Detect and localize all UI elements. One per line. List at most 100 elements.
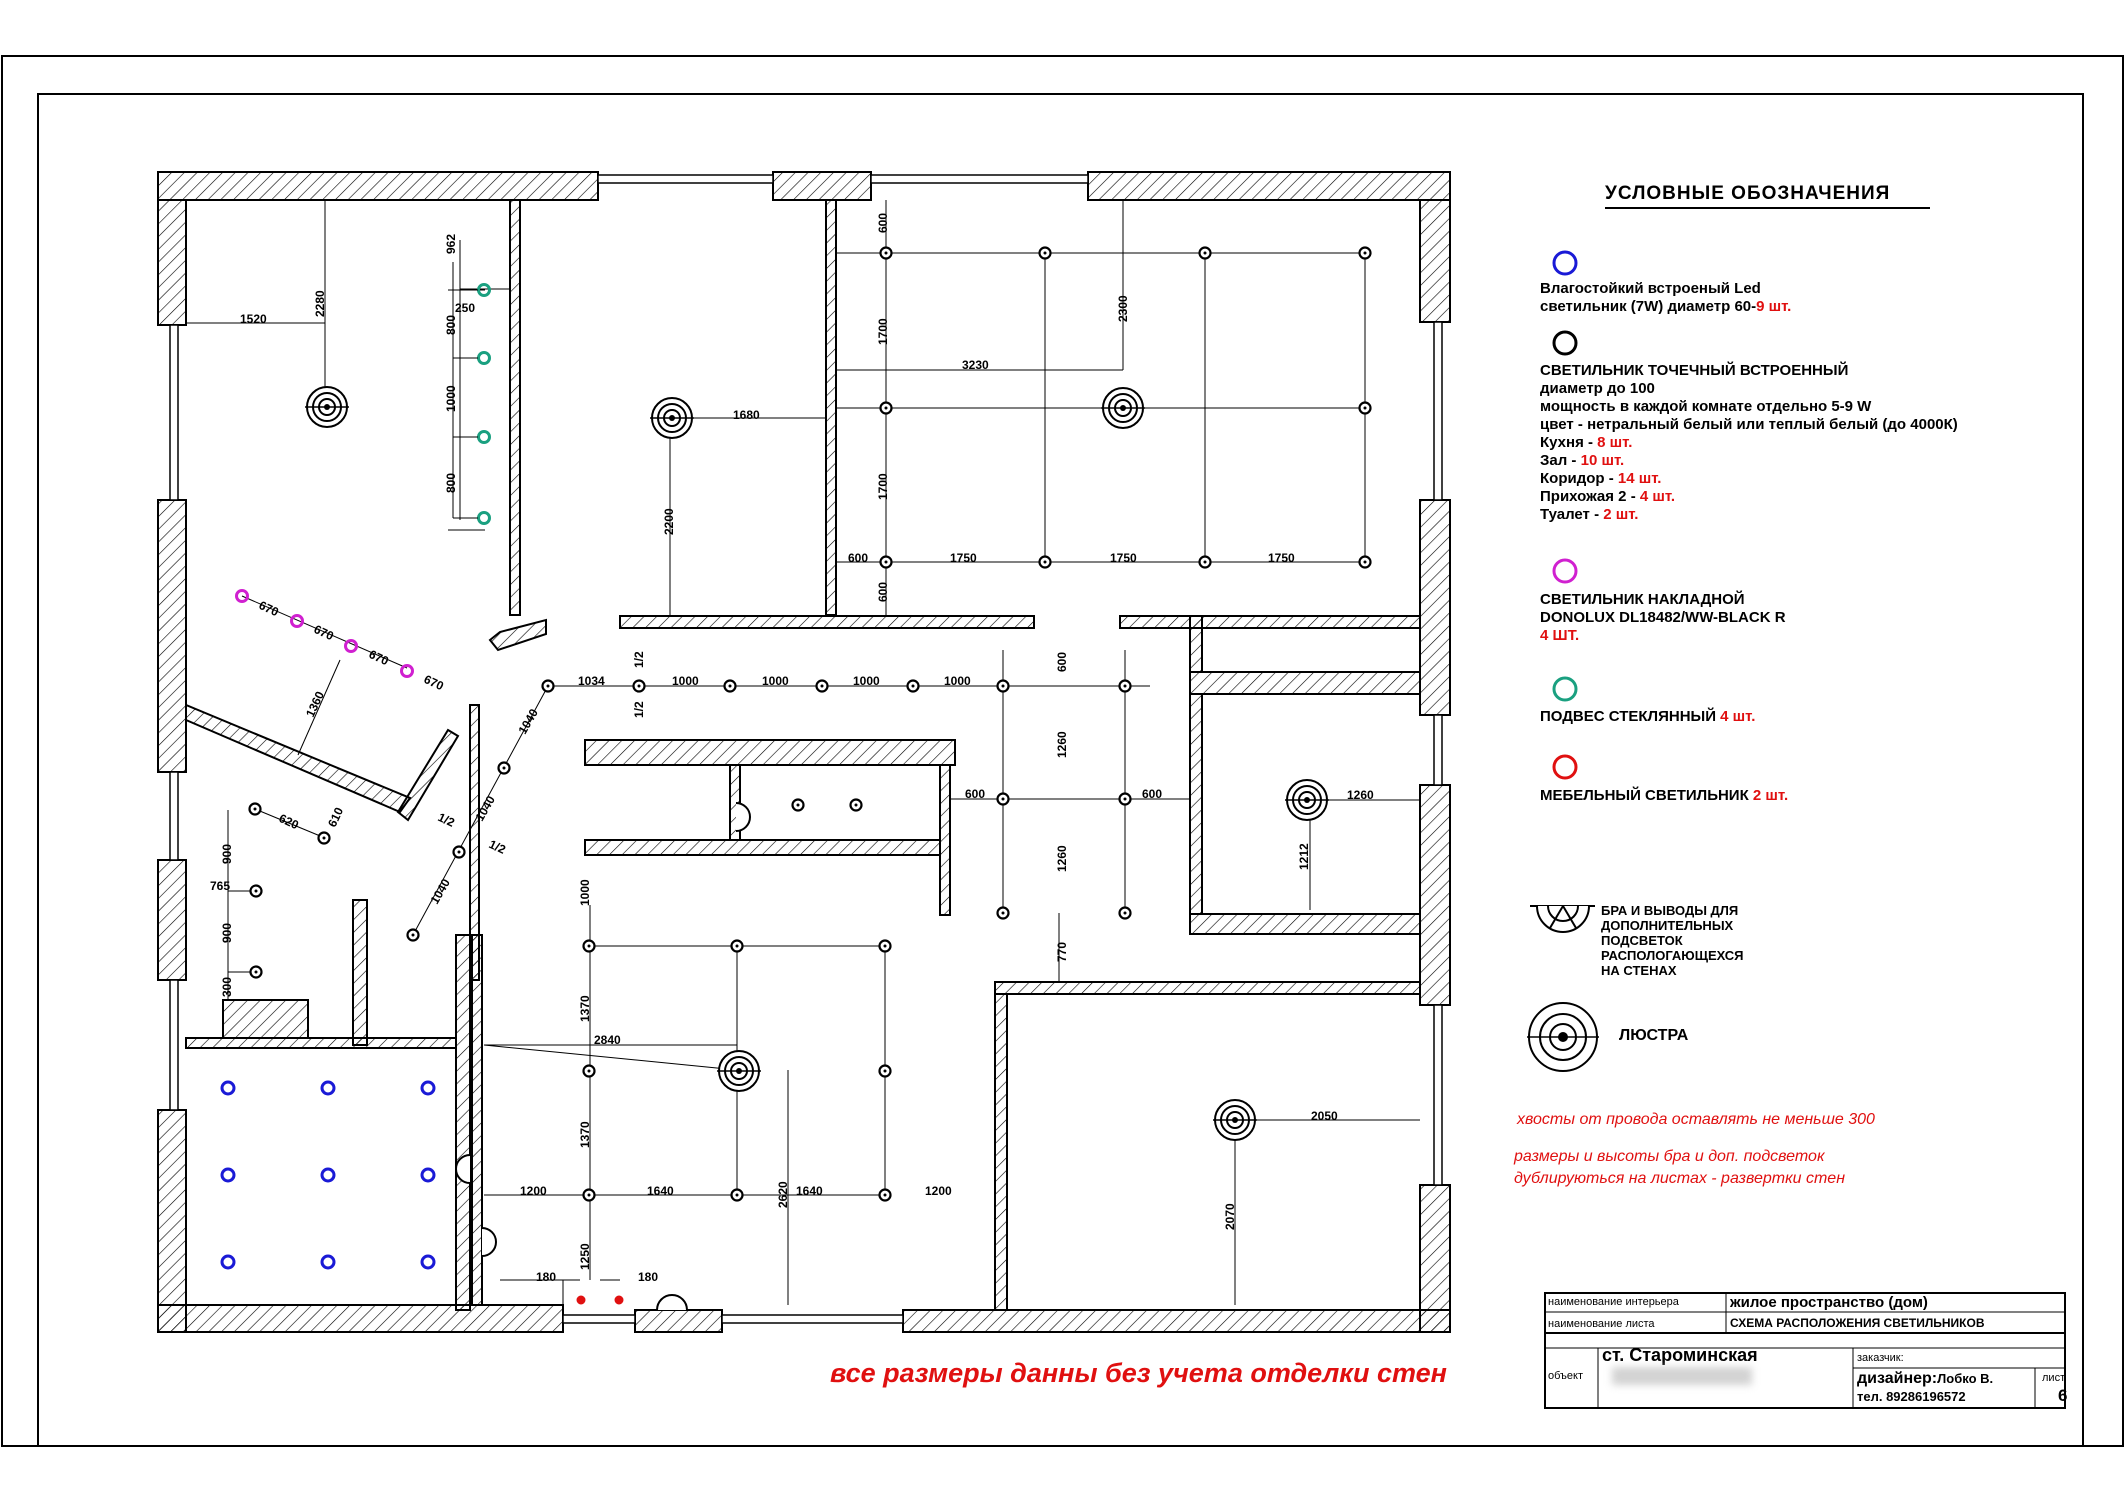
footer-note: все размеры данны без учета отделки стен: [830, 1358, 1447, 1388]
dim-text: 1040: [515, 706, 541, 736]
dim-text: 1/2: [436, 810, 457, 830]
tb-object-label: объект: [1548, 1370, 1584, 1382]
room-count: Прихожая 2 - 4 шт.: [1540, 488, 1676, 505]
dim-text: 1640: [647, 1184, 674, 1198]
dim-text: 1000: [444, 385, 458, 412]
tb-sheet-label: наименование листа: [1548, 1318, 1655, 1330]
room-count: Туалет - 2 шт.: [1540, 506, 1639, 523]
dim-text: 1370: [578, 995, 592, 1022]
dim-text: 2300: [1116, 295, 1130, 322]
glass-pendants: [477, 283, 491, 525]
tb-object-value: ст. Староминская: [1602, 1345, 1758, 1365]
dim-text: 180: [638, 1270, 658, 1284]
spot-light-icon: [582, 1188, 596, 1202]
dim-text: 1360: [303, 689, 327, 719]
room-count: Коридор - 14 шт.: [1540, 470, 1662, 487]
waterproof-lights: [220, 1080, 436, 1270]
dim-text: 1040: [427, 876, 453, 906]
spot-light-icon: [906, 679, 920, 693]
dim-text: 2050: [1311, 1109, 1338, 1123]
dim-text: 900: [220, 844, 234, 864]
dim-text: 1750: [1268, 551, 1295, 565]
walls: [157, 171, 1451, 1333]
dim-text: 620: [277, 811, 301, 832]
dim-text: 1000: [762, 674, 789, 688]
dim-text: 1200: [925, 1184, 952, 1198]
spot-light-icon: [996, 792, 1010, 806]
tb-interior-value: жилое пространство (дом): [1730, 1294, 1928, 1311]
dim-text: 610: [325, 805, 346, 829]
dim-text: 1750: [1110, 551, 1137, 565]
spot-light-icon: [248, 802, 262, 816]
chandelier-icon: [1101, 387, 1145, 429]
tb-customer-label: заказчик:: [1857, 1352, 1904, 1364]
tb-phone: тел. 89286196572: [1857, 1389, 1966, 1404]
dim-text: 670: [367, 647, 391, 668]
chandelier-icon: [650, 397, 694, 439]
spot-light-icon: [1198, 555, 1212, 569]
dimension-lines: [186, 200, 1420, 1305]
legend-pendant-icon: [1552, 676, 1578, 702]
dim-text: 1/2: [487, 837, 508, 857]
dim-text: 800: [444, 315, 458, 335]
tb-sheet-value: СХЕМА РАСПОЛОЖЕНИЯ СВЕТИЛЬНИКОВ: [1730, 1316, 1985, 1330]
dim-text: 600: [1142, 787, 1162, 801]
chandelier-icon: [1213, 1099, 1257, 1141]
dim-text: 1000: [578, 879, 592, 906]
spot-light-icon: [1118, 906, 1132, 920]
dim-text: 600: [876, 213, 890, 233]
spot-light-icon: [632, 679, 646, 693]
room-count: Кухня - 8 шт.: [1540, 434, 1633, 451]
legend-item-furniture: МЕБЕЛЬНЫЙ СВЕТИЛЬНИК 2 шт.: [1540, 787, 1789, 804]
tb-interior-label: наименование интерьера: [1548, 1296, 1679, 1308]
legend-item-surface: СВЕТИЛЬНИК НАКЛАДНОЙ DONOLUX DL18482/WW-…: [1540, 591, 1786, 644]
dim-text: 600: [965, 787, 985, 801]
surface-lights: [235, 589, 414, 678]
spot-light-icon: [879, 555, 893, 569]
dim-text: 1520: [240, 312, 267, 326]
spot-light-icon: [1038, 555, 1052, 569]
spot-light-icon: [1198, 246, 1212, 260]
spot-light-icon: [406, 928, 420, 942]
legend-symbols: [1527, 250, 1599, 1072]
spot-light-icon: [878, 1064, 892, 1078]
spot-light-icon: [791, 798, 805, 812]
dim-text: 1034: [578, 674, 605, 688]
spot-light-icon: [1358, 555, 1372, 569]
dim-text: 1000: [672, 674, 699, 688]
spot-light-icon: [317, 831, 331, 845]
spot-light-icon: [497, 761, 511, 775]
dim-text: 180: [536, 1270, 556, 1284]
spot-light-icon: [730, 1188, 744, 1202]
tb-address-blurred: [1612, 1367, 1752, 1385]
dim-text: 2070: [1223, 1203, 1237, 1230]
dim-text: 600: [876, 582, 890, 602]
pendant-dim-line: [452, 262, 478, 519]
spot-light-icon: [878, 939, 892, 953]
dim-text: 1260: [1347, 788, 1374, 802]
chandelier-icon: [717, 1050, 761, 1092]
legend-furniture-icon: [1552, 754, 1578, 780]
furniture-lights: [576, 1295, 624, 1305]
dim-text: 1/2: [632, 651, 646, 668]
dim-text: 1370: [578, 1121, 592, 1148]
spot-light-icon: [1038, 246, 1052, 260]
dim-text: 962: [444, 234, 458, 254]
spot-light-icon: [815, 679, 829, 693]
legend-title: УСЛОВНЫЕ ОБОЗНАЧЕНИЯ: [1605, 183, 1930, 209]
legend-bra-icon: [1530, 905, 1595, 933]
dim-text: 1/2: [632, 701, 646, 718]
spot-light-icon: [1118, 792, 1132, 806]
dim-text: 600: [1055, 652, 1069, 672]
dim-text: 765: [210, 879, 230, 893]
dim-text: 250: [455, 301, 475, 315]
legend-item-bra: БРА И ВЫВОДЫ ДЛЯ ДОПОЛНИТЕЛЬНЫХ ПОДСВЕТО…: [1601, 903, 1744, 978]
dim-text: 1212: [1297, 843, 1311, 870]
legend-spot-icon: [1552, 330, 1578, 356]
spot-light-icon: [1118, 679, 1132, 693]
spot-light-icon: [1358, 246, 1372, 260]
spot-light-icon: [996, 679, 1010, 693]
dim-text: 1750: [950, 551, 977, 565]
spot-light-icon: [878, 1188, 892, 1202]
